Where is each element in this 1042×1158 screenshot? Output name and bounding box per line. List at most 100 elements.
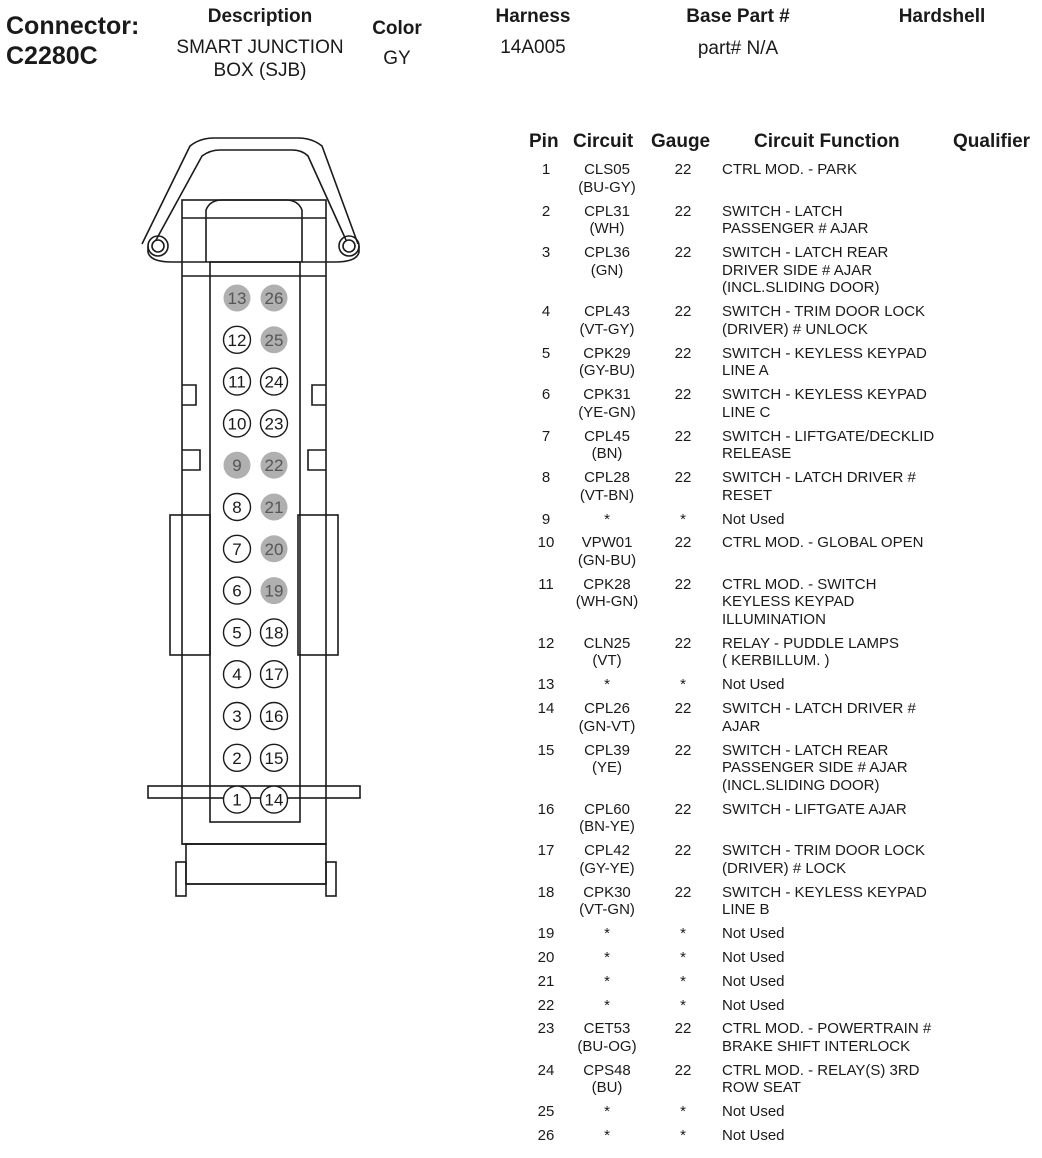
- pin-number: 20: [537, 948, 555, 966]
- circuit-function: CTRL MOD. - SWITCH KEYLESS KEYPAD ILLUMI…: [722, 575, 877, 628]
- pin-number: 15: [537, 741, 555, 759]
- pin-cavity-label: 5: [232, 623, 241, 642]
- table-row: 25**Not Used: [520, 1103, 1040, 1121]
- table-row: 13**Not Used: [520, 676, 1040, 694]
- circuit-code: CLS05 (BU-GY): [578, 161, 636, 196]
- pin-cavity-label: 3: [232, 707, 241, 726]
- pin-cavity-24: 24: [259, 367, 289, 396]
- wire-gauge: 22: [674, 575, 692, 593]
- pin-cavity-label: 21: [265, 498, 284, 517]
- circuit-function: SWITCH - LATCH DRIVER # AJAR: [722, 700, 916, 735]
- circuit-code: *: [604, 676, 610, 694]
- connector-id: C2280C: [6, 42, 98, 70]
- pin-cavities: 1312111098765432126252423222120191817161…: [222, 284, 289, 814]
- pin-cavity-20: 20: [260, 535, 288, 563]
- color-label: Color: [372, 18, 422, 39]
- pin-cavity-13: 13: [223, 284, 251, 312]
- pin-cavity-label: 25: [265, 331, 284, 350]
- pin-number: 4: [541, 303, 551, 320]
- pin-number: 24: [537, 1061, 555, 1079]
- pin-cavity-26: 26: [260, 284, 288, 312]
- pin-cavity-17: 17: [259, 660, 289, 689]
- pin-number: 22: [537, 996, 555, 1014]
- pin-cavity-label: 6: [232, 582, 241, 601]
- pin-number: 23: [537, 1020, 555, 1038]
- wire-gauge: 22: [674, 427, 692, 445]
- pin-cavity-1: 1: [222, 785, 252, 814]
- circuit-code: CPK29 (GY-BU): [578, 344, 636, 380]
- pin-number: 9: [541, 510, 551, 528]
- circuit-code: *: [604, 1103, 610, 1121]
- pin-number: 3: [541, 244, 551, 261]
- wire-gauge: 22: [674, 344, 692, 362]
- pin-cavity-9: 9: [223, 451, 251, 479]
- circuit-function: Not Used: [722, 1103, 785, 1121]
- wire-gauge: *: [680, 925, 686, 943]
- wire-gauge: *: [680, 1127, 686, 1145]
- base-part-value: part# N/A: [697, 38, 779, 59]
- circuit-code: *: [604, 1127, 610, 1145]
- pin-cavity-label: 1: [232, 791, 241, 810]
- wire-gauge: 22: [674, 634, 692, 652]
- circuit-function: Not Used: [722, 972, 785, 990]
- connector-label: Connector:: [6, 12, 140, 40]
- wire-gauge: *: [680, 996, 686, 1014]
- pin-cavity-label: 8: [232, 498, 241, 517]
- pin-cavity-16: 16: [259, 701, 289, 731]
- wire-gauge: 22: [674, 244, 692, 261]
- pin-cavity-label: 7: [232, 540, 241, 559]
- circuit-code: CPL36 (GN): [584, 244, 630, 279]
- pin-cavity-label: 4: [232, 665, 241, 684]
- circuit-code: *: [604, 948, 610, 966]
- circuit-function: CTRL MOD. - PARK: [722, 161, 858, 178]
- circuit-function: Not Used: [722, 925, 785, 943]
- connector-face-diagram: 1312111098765432126252423222120191817161…: [141, 137, 361, 897]
- circuit-function: SWITCH - KEYLESS KEYPAD LINE B: [722, 883, 927, 919]
- pin-cavity-10: 10: [222, 409, 252, 438]
- wire-gauge: 22: [674, 842, 692, 860]
- circuit-function: SWITCH - TRIM DOOR LOCK (DRIVER) # UNLOC…: [722, 303, 926, 338]
- pin-number: 12: [537, 634, 555, 652]
- circuit-code: CET53 (BU-OG): [577, 1020, 637, 1055]
- circuit-function: CTRL MOD. - POWERTRAIN # BRAKE SHIFT INT…: [722, 1020, 932, 1055]
- circuit-function: SWITCH - LATCH PASSENGER # AJAR: [722, 202, 869, 238]
- pin-number: 19: [537, 925, 555, 943]
- pin-cavity-label: 17: [265, 665, 284, 684]
- circuit-code: CPL26 (GN-VT): [578, 700, 636, 735]
- pin-cavity-label: 26: [265, 289, 284, 308]
- circuit-code: CPL39 (YE): [584, 741, 630, 777]
- harness-label: Harness: [495, 6, 571, 27]
- table-row: 9**Not Used: [520, 511, 1040, 529]
- pin-cavity-12: 12: [222, 325, 252, 354]
- wire-gauge: 22: [674, 700, 692, 718]
- pin-cavity-label: 13: [228, 289, 247, 308]
- description-label: Description: [207, 6, 313, 27]
- circuit-function: SWITCH - LIFTGATE AJAR: [722, 800, 907, 818]
- pin-cavity-label: 10: [228, 414, 247, 433]
- pin-cavity-6: 6: [222, 576, 252, 605]
- pin-cavity-label: 23: [265, 414, 284, 433]
- table-row: 21**Not Used: [520, 973, 1040, 991]
- pin-number: 6: [541, 386, 551, 403]
- table-row: 22**Not Used: [520, 997, 1040, 1015]
- wire-gauge: 22: [674, 303, 692, 320]
- pin-number: 13: [537, 676, 555, 694]
- circuit-function: SWITCH - KEYLESS KEYPAD LINE C: [722, 386, 927, 421]
- pin-cavity-2: 2: [222, 743, 252, 772]
- pin-cavity-11: 11: [222, 367, 252, 396]
- pin-cavity-label: 19: [265, 582, 284, 601]
- circuit-code: CPL45 (BN): [584, 427, 630, 463]
- circuit-code: CLN25 (VT): [583, 634, 631, 670]
- wire-gauge: *: [680, 972, 686, 990]
- wire-gauge: 22: [674, 883, 692, 901]
- circuit-function: Not Used: [722, 676, 785, 694]
- pin-number: 17: [537, 842, 555, 860]
